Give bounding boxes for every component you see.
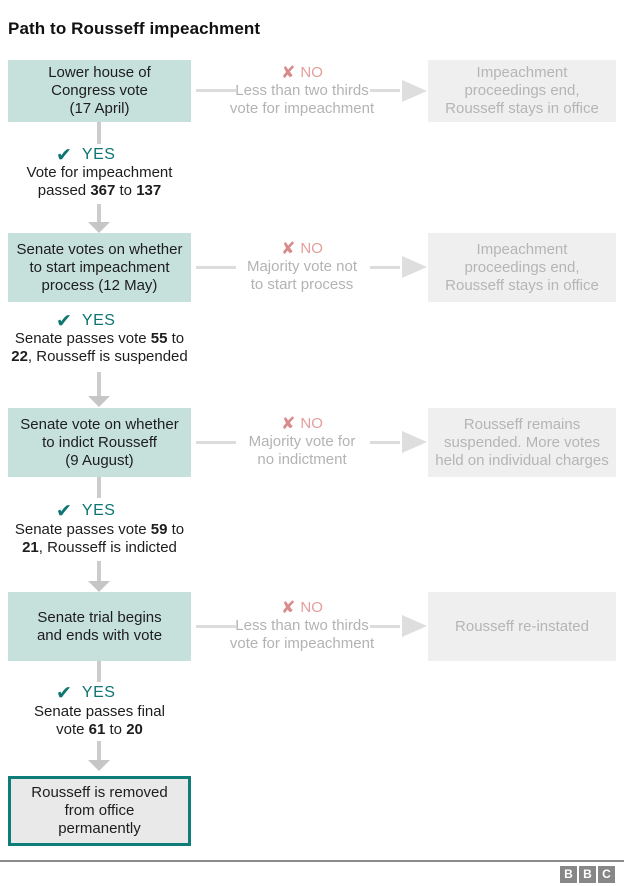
no-text: NO: [300, 599, 323, 616]
x-icon: ✘: [281, 239, 296, 259]
arrow-right-icon: [402, 80, 427, 102]
yes-text: YES: [81, 312, 116, 329]
no-branch-label: ✘ NO Less than two thirds vote for impea…: [212, 599, 392, 653]
page-title: Path to Rousseff impeachment: [8, 19, 261, 38]
flow-row-2: Senate votes on whether to start impeach…: [0, 233, 624, 408]
no-label: ✘ NO: [212, 415, 392, 433]
no-branch-label: ✘ NO Less than two thirds vote for impea…: [212, 64, 392, 118]
no-text: NO: [300, 415, 323, 432]
step-box-senate-start-vote: Senate votes on whether to start impeach…: [8, 233, 191, 302]
yes-text: YES: [81, 146, 116, 163]
no-label: ✘ NO: [212, 240, 392, 258]
connector-line: [97, 204, 101, 222]
connector-line: [196, 441, 236, 444]
yes-detail-text: Senate passes final vote 61 to 20: [34, 703, 165, 738]
step-box-senate-trial: Senate trial begins and ends with vote: [8, 592, 191, 661]
yes-label: ✔ YES: [56, 500, 116, 522]
arrow-down-icon: [88, 760, 110, 771]
check-icon: ✔: [56, 144, 72, 166]
connector-line: [97, 372, 101, 396]
arrow-right-icon: [402, 615, 427, 637]
yes-detail-text: Vote for impeachment passed 367 to 137: [26, 164, 173, 199]
arrow-down-icon: [88, 396, 110, 407]
no-branch-label: ✘ NO Majority vote not to start process: [212, 240, 392, 294]
connector-line: [370, 89, 400, 92]
arrow-right-icon: [402, 256, 427, 278]
no-text: NO: [300, 64, 323, 81]
no-label: ✘ NO: [212, 64, 392, 82]
no-branch-label: ✘ NO Majority vote for no indictment: [212, 415, 392, 469]
x-icon: ✘: [281, 598, 296, 618]
flow-row-1: Lower house of Congress vote (17 April) …: [0, 60, 624, 233]
flow-row-3: Senate vote on whether to indict Roussef…: [0, 408, 624, 592]
no-detail-text: Less than two thirds vote for impeachmen…: [229, 82, 375, 117]
bbc-logo: B B C: [560, 866, 615, 883]
connector-line: [196, 89, 236, 92]
connector-line: [370, 625, 400, 628]
connector-line: [196, 625, 236, 628]
yes-label: ✔ YES: [56, 144, 116, 166]
bbc-logo-block: C: [598, 866, 615, 883]
connector-line: [97, 561, 101, 581]
arrow-down-icon: [88, 222, 110, 233]
no-detail-text: Majority vote for no indictment: [248, 433, 356, 468]
bbc-logo-block: B: [579, 866, 596, 883]
step-box-senate-indict-vote: Senate vote on whether to indict Roussef…: [8, 408, 191, 477]
flow-row-4: Senate trial begins and ends with vote ✘…: [0, 592, 624, 772]
no-detail-text: Less than two thirds vote for impeachmen…: [229, 617, 375, 652]
check-icon: ✔: [56, 682, 72, 704]
yes-label: ✔ YES: [56, 682, 116, 704]
check-icon: ✔: [56, 500, 72, 522]
arrow-down-icon: [88, 581, 110, 592]
no-label: ✘ NO: [212, 599, 392, 617]
yes-label: ✔ YES: [56, 310, 116, 332]
outcome-box-remains-suspended: Rousseff remains suspended. More votes h…: [428, 408, 616, 477]
connector-line: [370, 266, 400, 269]
outcome-box-proceedings-end: Impeachment proceedings end, Rousseff st…: [428, 233, 616, 302]
check-icon: ✔: [56, 310, 72, 332]
no-text: NO: [300, 240, 323, 257]
connector-line: [97, 122, 101, 144]
connector-line: [97, 477, 101, 498]
no-detail-text: Majority vote not to start process: [246, 258, 358, 293]
connector-line: [97, 741, 101, 760]
yes-text: YES: [81, 502, 116, 519]
bbc-logo-block: B: [560, 866, 577, 883]
footer-divider: [0, 860, 624, 862]
connector-line: [196, 266, 236, 269]
yes-text: YES: [81, 684, 116, 701]
arrow-right-icon: [402, 431, 427, 453]
x-icon: ✘: [281, 414, 296, 434]
connector-line: [97, 661, 101, 682]
yes-detail-text: Senate passes vote 59 to 21, Rousseff is…: [14, 521, 185, 556]
outcome-box-reinstated: Rousseff re-instated: [428, 592, 616, 661]
x-icon: ✘: [281, 63, 296, 83]
final-box-removed-from-office: Rousseff is removed from office permanen…: [8, 776, 191, 846]
step-box-lower-house-vote: Lower house of Congress vote (17 April): [8, 60, 191, 122]
yes-detail-text: Senate passes vote 55 to 22, Rousseff is…: [11, 330, 188, 365]
connector-line: [370, 441, 400, 444]
outcome-box-proceedings-end: Impeachment proceedings end, Rousseff st…: [428, 60, 616, 122]
